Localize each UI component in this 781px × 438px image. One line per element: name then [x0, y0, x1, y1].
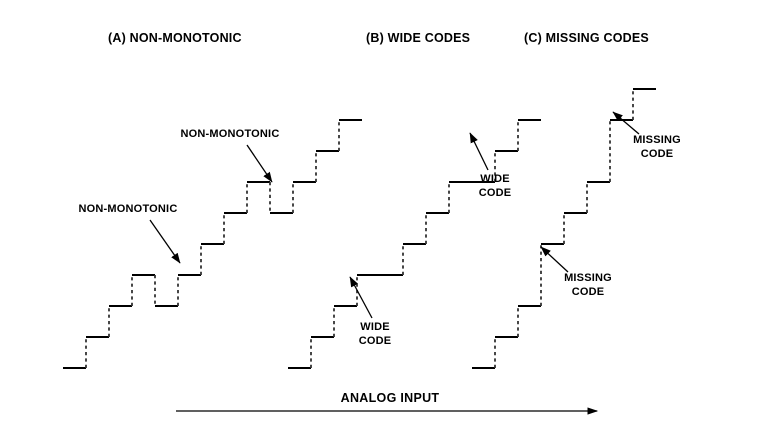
callout-b1: WIDE CODE: [349, 276, 392, 347]
axis-label: ANALOG INPUT: [341, 391, 440, 405]
callout-arrow-icon: [246, 144, 273, 183]
panel-titles: (A) NON-MONOTONIC (B) WIDE CODES (C) MISSI…: [108, 31, 649, 45]
callout-arrow-icon: [612, 111, 640, 135]
curve-missing-codes: [472, 88, 656, 369]
callout-arrow-icon: [349, 276, 373, 319]
callout-label: CODE: [641, 148, 674, 160]
staircase-curves: [63, 88, 656, 369]
callout-label: CODE: [572, 286, 605, 298]
analog-input-axis: ANALOG INPUT: [176, 391, 599, 415]
curve-wide-codes: [288, 119, 541, 369]
panel-title-a: (A) NON-MONOTONIC: [108, 31, 242, 45]
callout-label: WIDE: [360, 321, 390, 333]
callout-label: MISSING: [564, 272, 612, 284]
callout-c2: MISSING CODE: [612, 111, 681, 160]
callout-label: NON-MONOTONIC: [181, 128, 280, 140]
panel-title-c: (C) MISSING CODES: [524, 31, 649, 45]
callout-b2: WIDE CODE: [469, 132, 512, 199]
callout-arrow-icon: [469, 132, 489, 171]
callout-arrow-icon: [149, 219, 181, 264]
callout-a2: NON-MONOTONIC: [181, 128, 280, 183]
callout-arrow-icon: [540, 246, 569, 273]
callout-label: NON-MONOTONIC: [79, 203, 178, 215]
callout-label: WIDE: [480, 173, 510, 185]
callout-annotations: NON-MONOTONIC NON-MONOTONIC WIDE CODE WIDE CO…: [79, 111, 681, 347]
curve-non-monotonic: [63, 119, 362, 369]
callout-label: MISSING: [633, 134, 681, 146]
panel-title-b: (B) WIDE CODES: [366, 31, 470, 45]
callout-a1: NON-MONOTONIC: [79, 203, 181, 264]
callout-label: CODE: [479, 187, 512, 199]
callout-c1: MISSING CODE: [540, 246, 612, 298]
callout-label: CODE: [359, 335, 392, 347]
